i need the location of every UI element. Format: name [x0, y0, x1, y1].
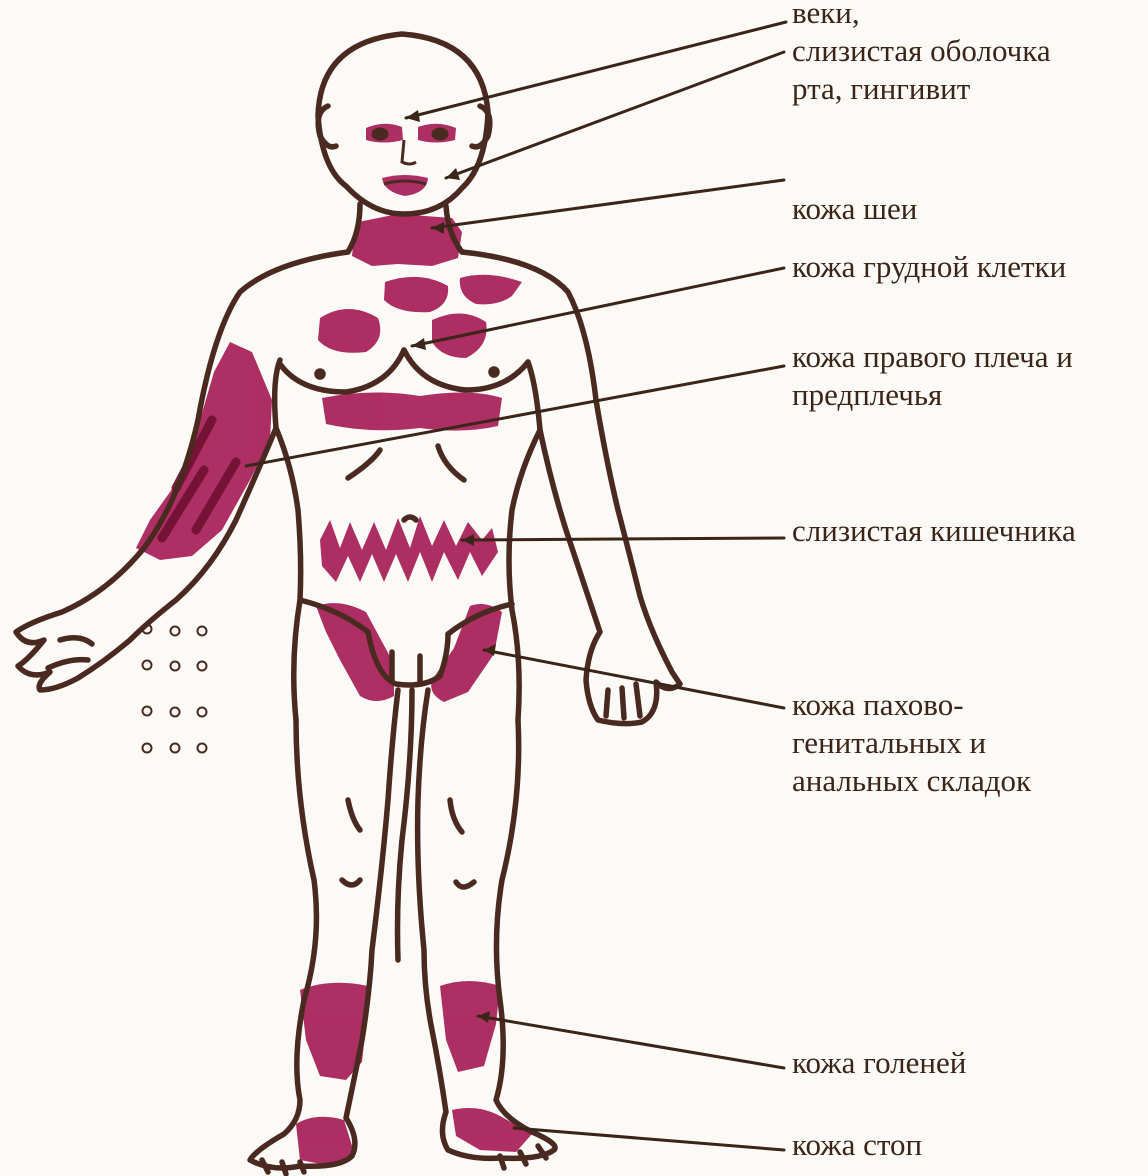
label-chest: кожа грудной клетки — [792, 248, 1066, 286]
label-neck-line1: кожа шеи — [792, 190, 917, 228]
label-shins: кожа голеней — [792, 1044, 966, 1082]
label-right-arm-line2: предплечья — [792, 376, 1073, 414]
label-eyelids-line2: слизистая оболочка — [792, 32, 1051, 70]
label-shins-line1: кожа голеней — [792, 1044, 966, 1082]
label-inguinal-line1: кожа пахово- — [792, 686, 1031, 724]
label-intestine: слизистая кишечника — [792, 512, 1076, 550]
label-eyelids-line1: веки, — [792, 0, 1051, 32]
leader-intestine — [462, 538, 784, 540]
label-right-arm-line1: кожа правого плеча и — [792, 338, 1073, 376]
label-eyelids-mouth: веки, слизистая оболочка рта, гингивит — [792, 0, 1051, 107]
label-inguinal-line2: генитальных и — [792, 724, 1031, 762]
label-intestine-line1: слизистая кишечника — [792, 512, 1076, 550]
eye-left — [373, 129, 387, 139]
eye-right — [433, 129, 447, 139]
label-eyelids-line3: рта, гингивит — [792, 70, 1051, 108]
lesion-chest-left — [318, 309, 380, 353]
label-inguinal-line3: анальных складок — [792, 762, 1031, 800]
label-feet-line1: кожа стоп — [792, 1126, 922, 1164]
label-inguinal: кожа пахово- генитальных и анальных скла… — [792, 686, 1031, 799]
label-neck: кожа шеи — [792, 190, 917, 228]
label-feet: кожа стоп — [792, 1126, 922, 1164]
label-chest-line1: кожа грудной клетки — [792, 248, 1066, 286]
label-right-arm: кожа правого плеча и предплечья — [792, 338, 1073, 414]
